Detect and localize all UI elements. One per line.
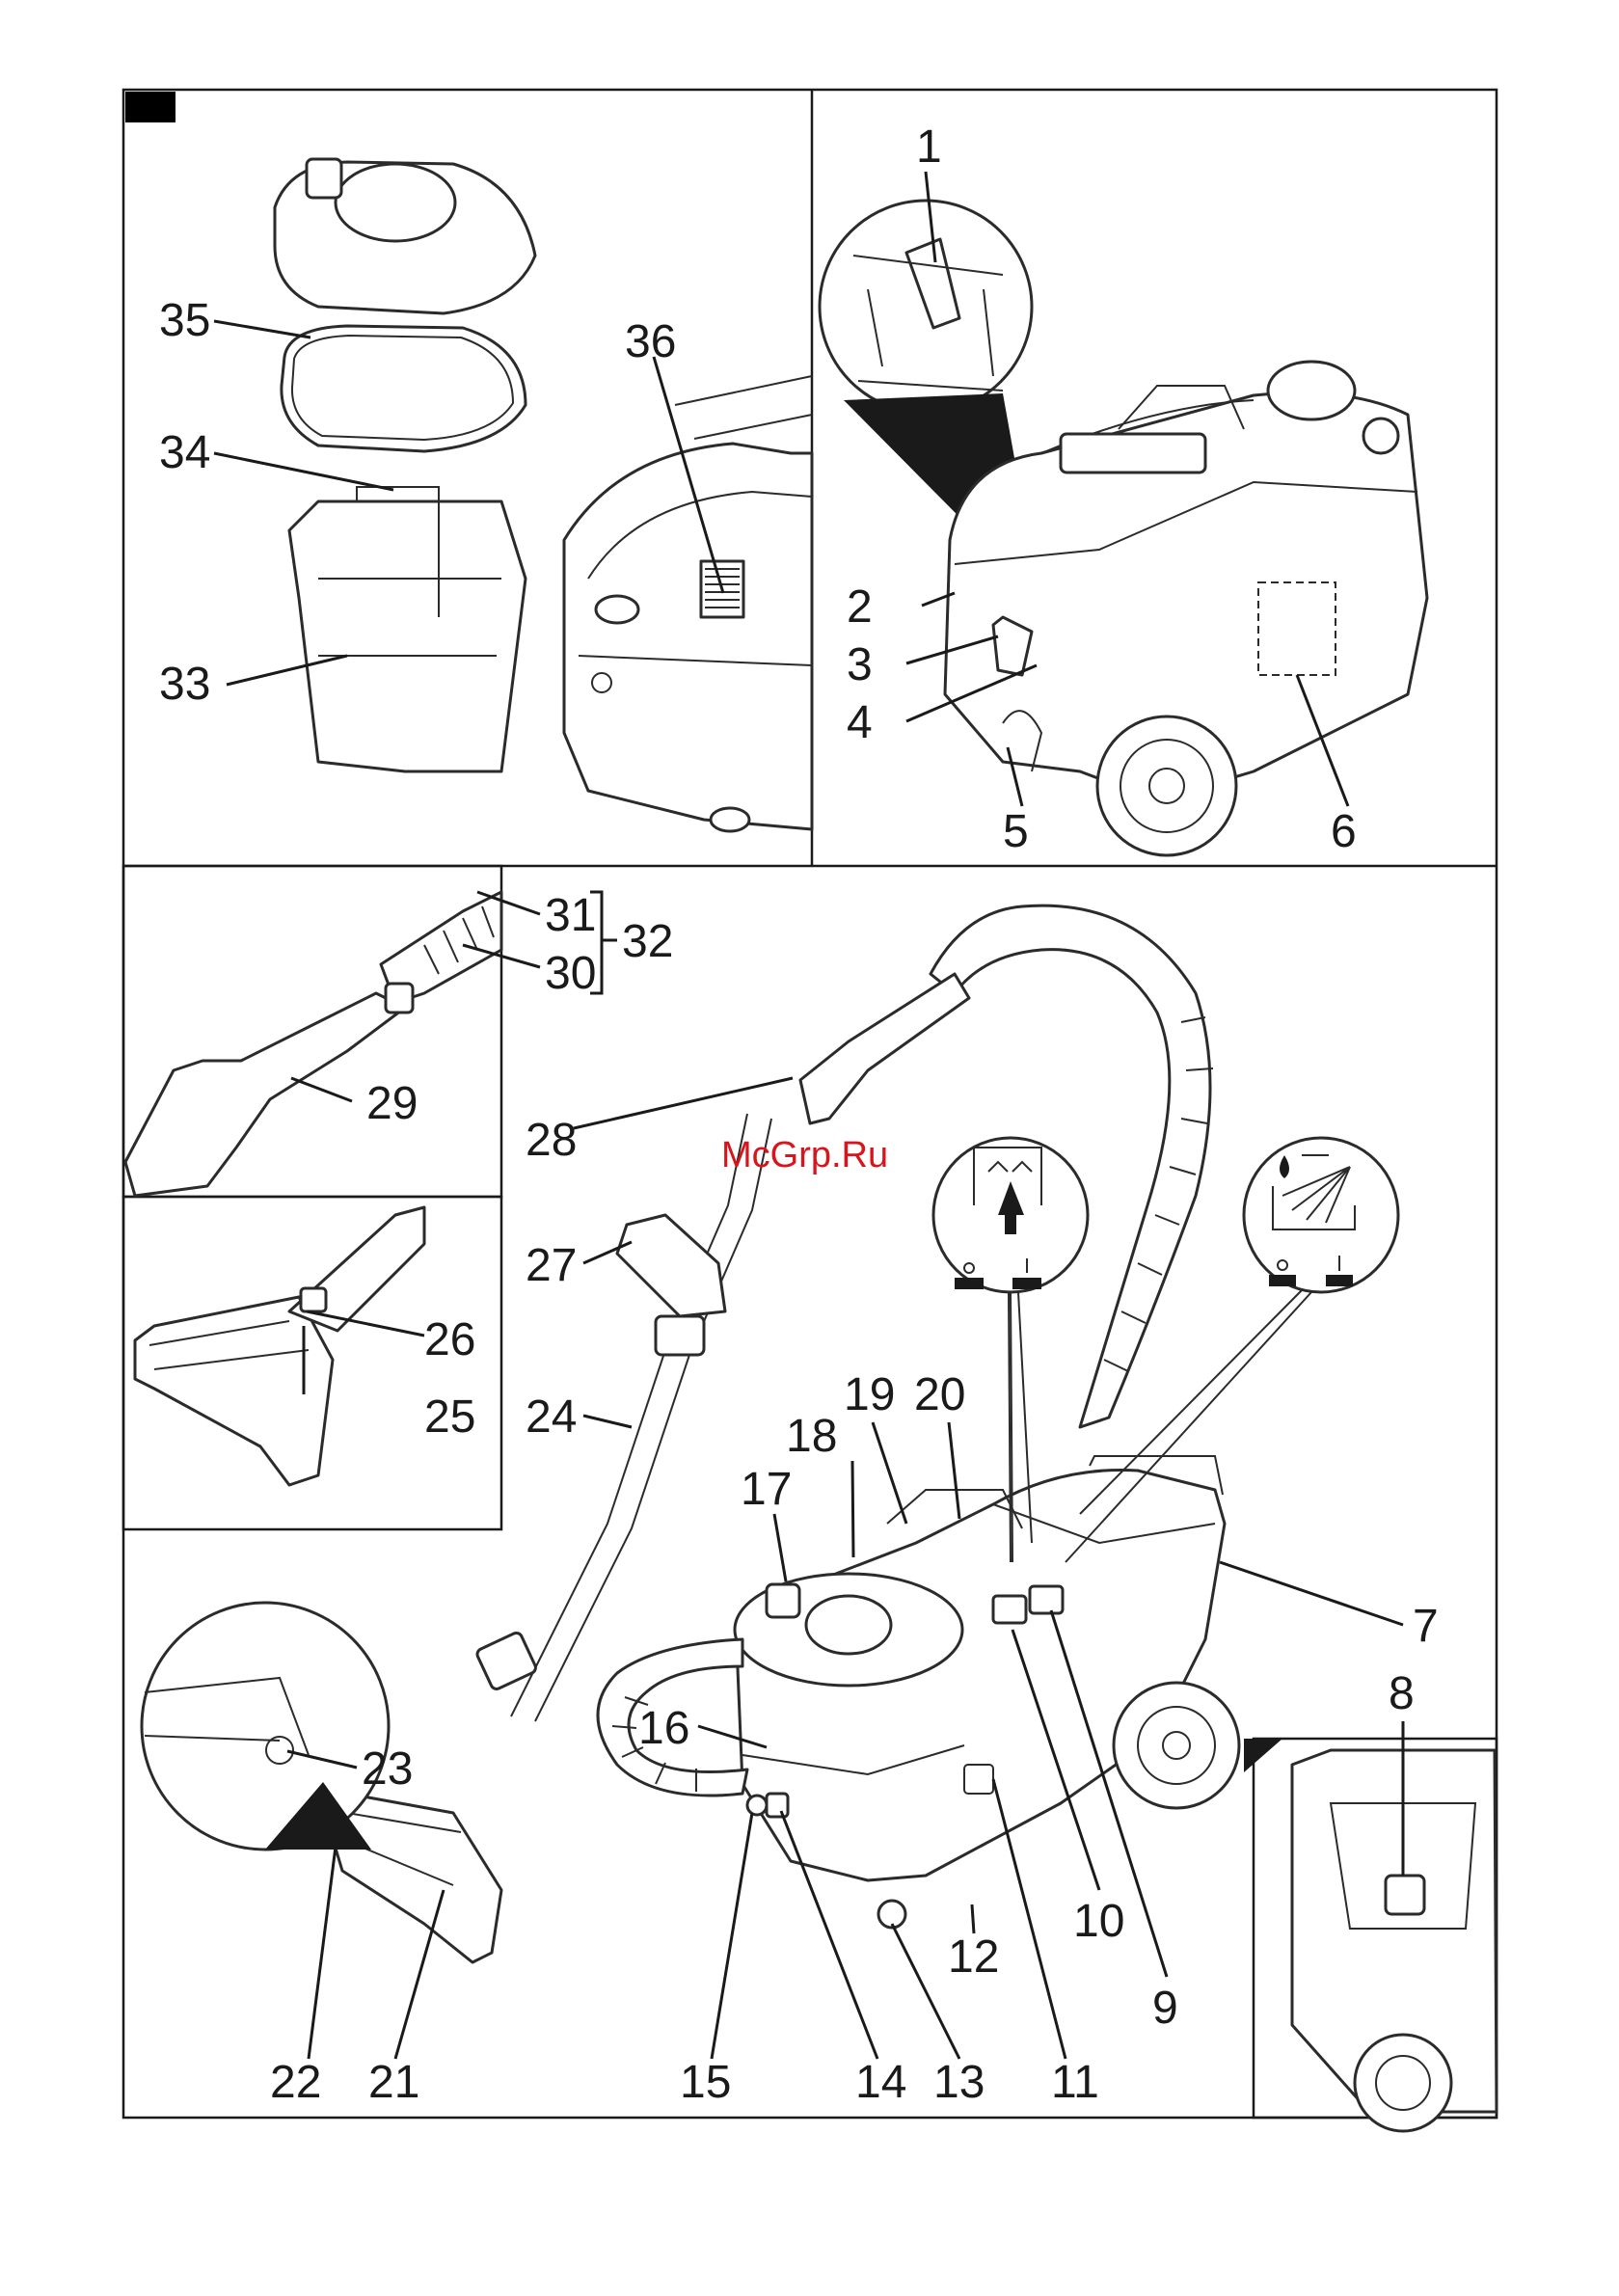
callout-18: 18 xyxy=(786,1411,837,1462)
tank-interior-drawing xyxy=(1244,1739,1497,2131)
callout-17: 17 xyxy=(741,1464,792,1515)
watermark: McGrp.Ru xyxy=(721,1135,888,1175)
callout-24: 24 xyxy=(526,1391,577,1443)
callout-36: 36 xyxy=(625,316,676,367)
callout-31: 31 xyxy=(545,890,596,941)
callout-22: 22 xyxy=(270,2057,321,2108)
callout-2: 2 xyxy=(847,581,873,633)
figure-marker-block xyxy=(125,92,175,122)
callout-27: 27 xyxy=(526,1240,577,1291)
callout-30: 30 xyxy=(545,948,596,999)
machine-rear-drawing xyxy=(820,201,1427,855)
callout-21: 21 xyxy=(368,2057,419,2108)
callout-1: 1 xyxy=(916,122,942,173)
callout-26: 26 xyxy=(424,1314,475,1365)
callout-11: 11 xyxy=(1051,2057,1099,2108)
callout-32: 32 xyxy=(622,916,673,967)
main-machine-drawing xyxy=(328,905,1398,1962)
callout-5: 5 xyxy=(1003,806,1029,857)
callout-13: 13 xyxy=(933,2057,985,2108)
callout-35: 35 xyxy=(159,295,210,346)
callout-28: 28 xyxy=(526,1115,577,1166)
callout-15: 15 xyxy=(680,2057,731,2108)
callout-33: 33 xyxy=(159,659,210,710)
callout-16: 16 xyxy=(638,1703,689,1754)
callout-12: 12 xyxy=(948,1931,999,1983)
callout-25: 25 xyxy=(424,1391,475,1443)
callout-8: 8 xyxy=(1389,1668,1415,1719)
callout-34: 34 xyxy=(159,427,210,478)
callout-10: 10 xyxy=(1073,1896,1124,1947)
callout-29: 29 xyxy=(366,1078,418,1129)
callout-23: 23 xyxy=(362,1743,413,1795)
tank-components-drawing xyxy=(275,159,812,831)
callout-6: 6 xyxy=(1331,806,1357,857)
callout-7: 7 xyxy=(1413,1601,1439,1652)
callout-19: 19 xyxy=(844,1369,895,1420)
nozzle-detail-drawing xyxy=(135,1207,424,1485)
callout-3: 3 xyxy=(847,639,873,690)
nozzle-closeup-drawing xyxy=(142,1603,389,1850)
callout-14: 14 xyxy=(855,2057,906,2108)
callout-9: 9 xyxy=(1152,1983,1178,2034)
callout-20: 20 xyxy=(914,1369,965,1420)
handle-detail-drawing xyxy=(125,892,501,1196)
callout-4: 4 xyxy=(847,697,873,748)
